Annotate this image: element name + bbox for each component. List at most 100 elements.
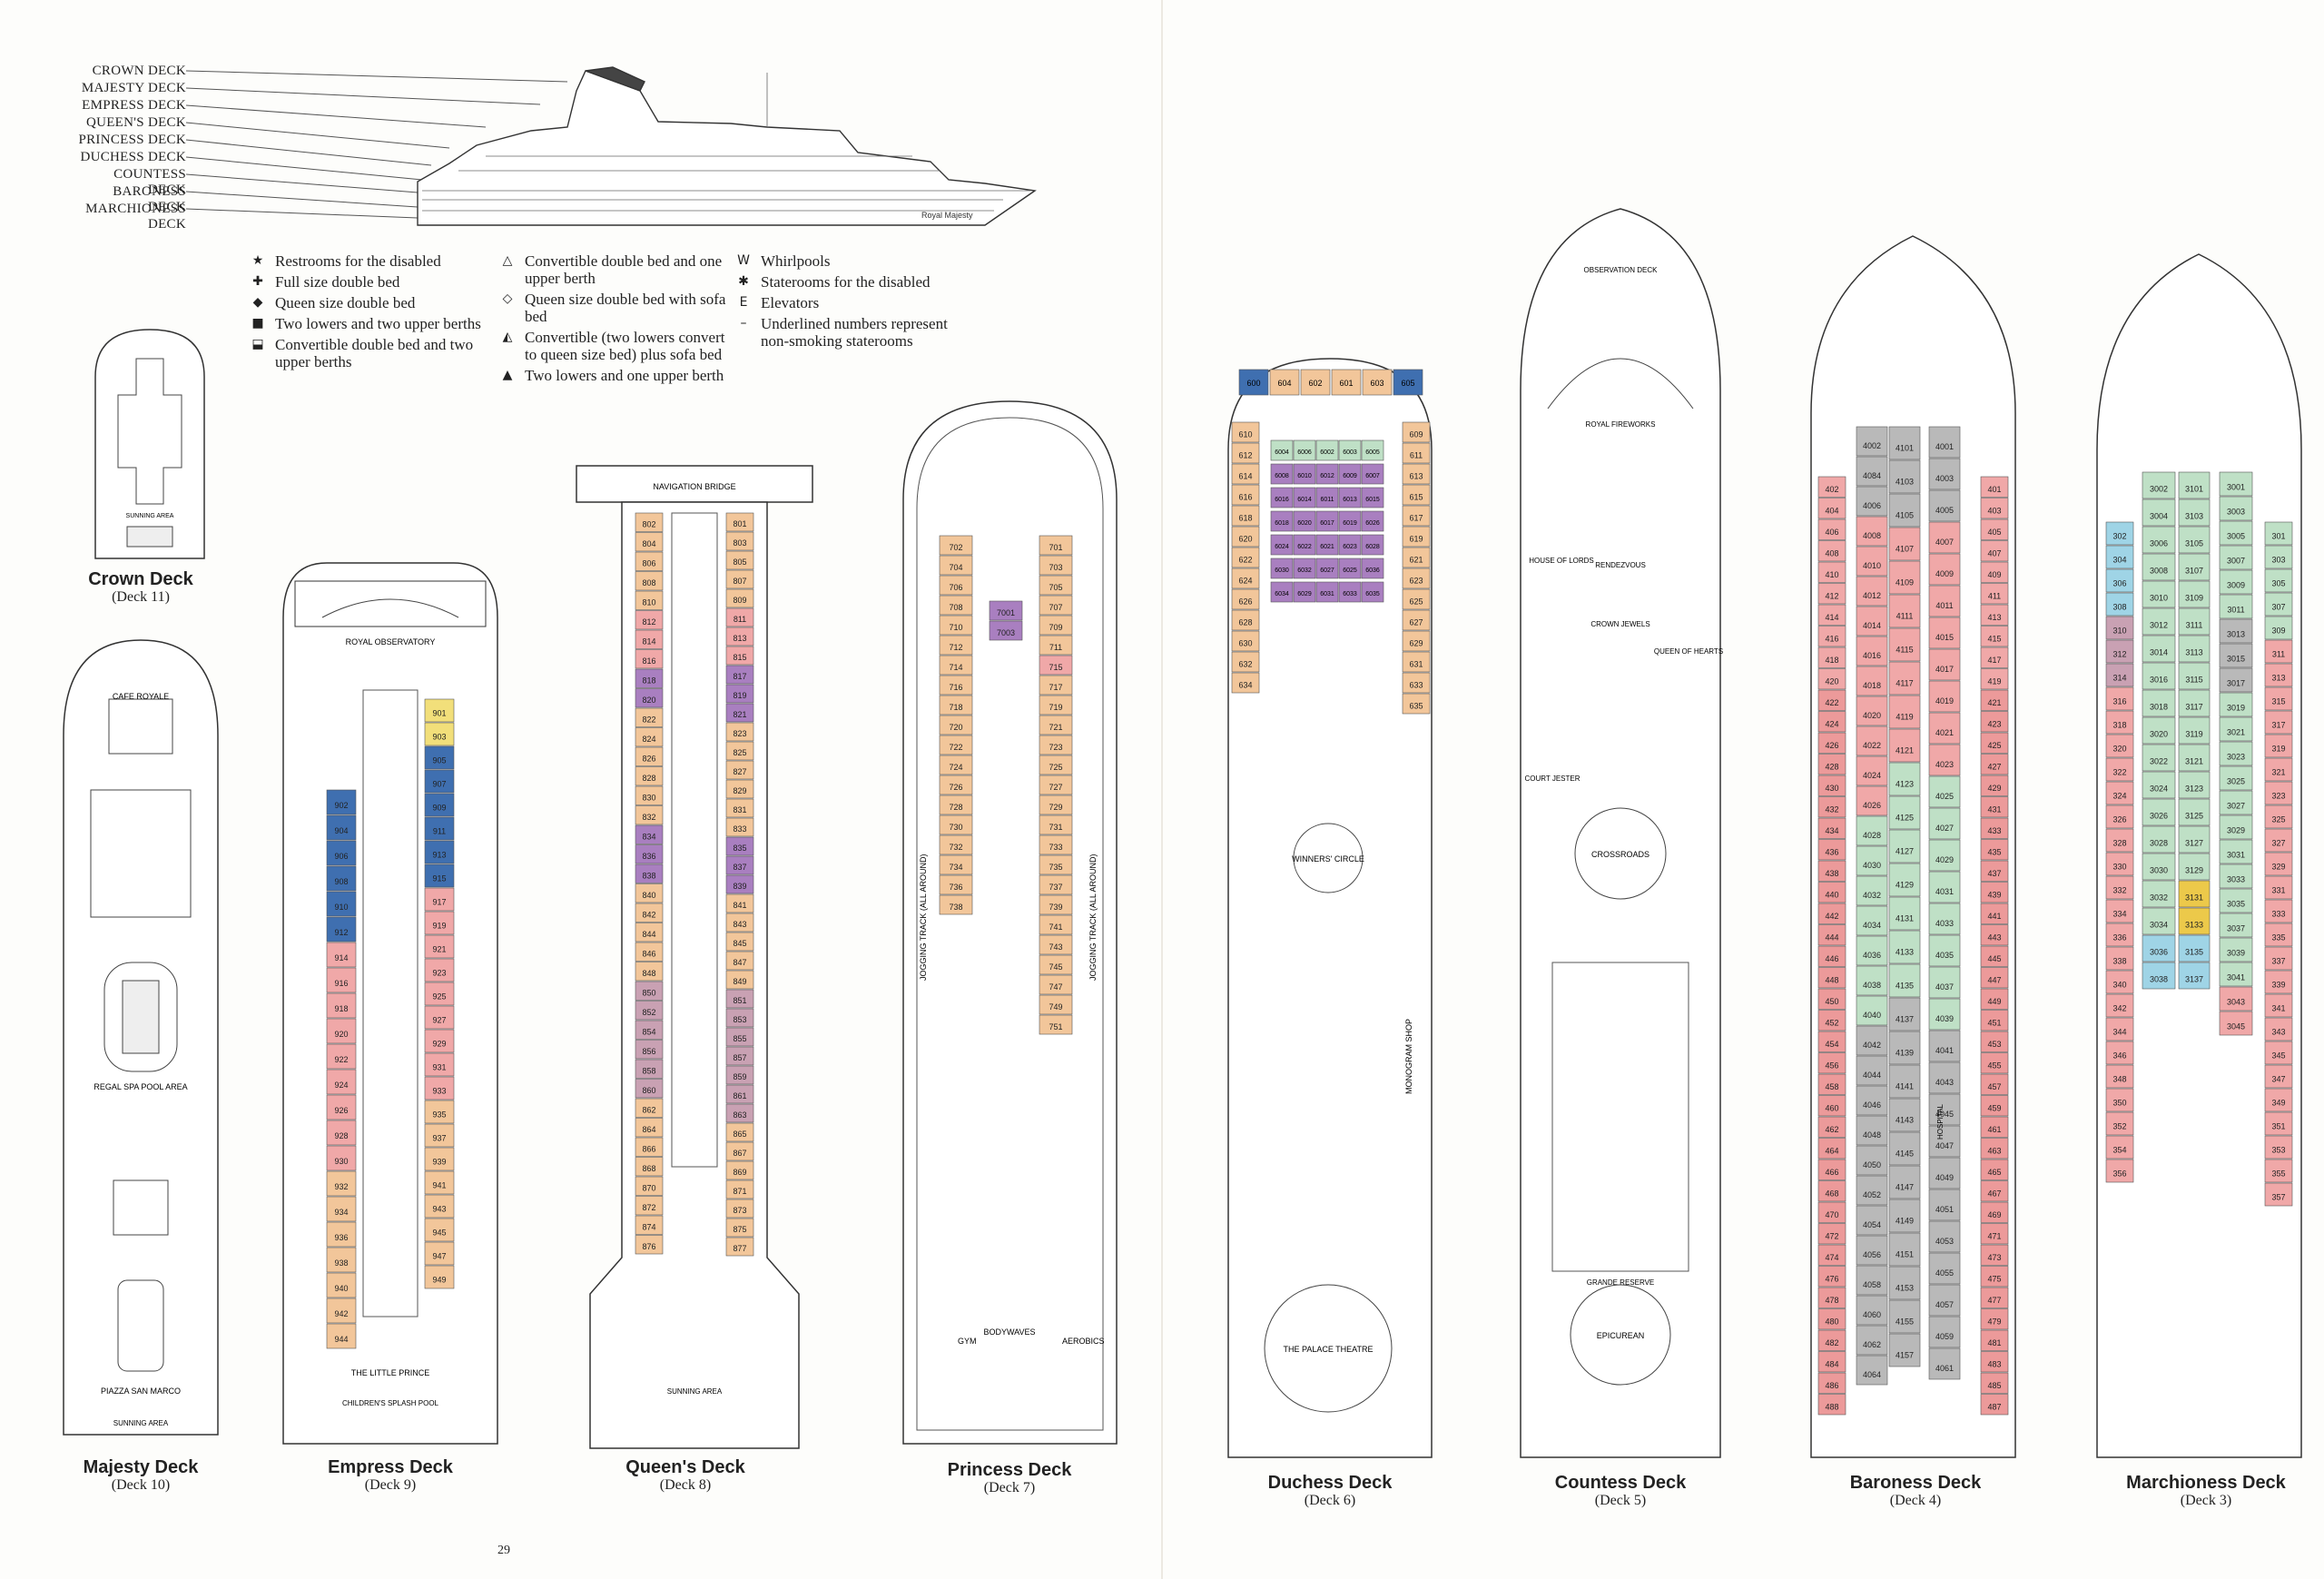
cabin-cell — [1856, 905, 1888, 936]
cabin-cell — [1293, 558, 1316, 579]
cabin-number: 824 — [642, 735, 655, 744]
cabin-cell — [1856, 546, 1888, 577]
cabin-number: 7003 — [997, 628, 1015, 637]
cabin-cell — [1980, 1180, 2009, 1202]
cabin-number: 6029 — [1297, 591, 1312, 597]
cabin-cell — [1231, 547, 1260, 568]
cabin-cell — [725, 913, 754, 933]
cabin-number: 337 — [2271, 957, 2285, 966]
cabin-number: 4041 — [1935, 1046, 1954, 1055]
cabin-number: 445 — [1987, 954, 2001, 963]
cabin-cell — [2264, 970, 2293, 994]
cabin-cell — [2219, 618, 2253, 644]
cabin-cell — [1338, 581, 1362, 603]
cabin-cell — [2264, 993, 2293, 1018]
cabin-number: 420 — [1825, 676, 1838, 686]
cabin-cell — [2105, 734, 2134, 758]
cabin-cell — [2105, 710, 2134, 735]
cabin-cell — [635, 1137, 664, 1157]
cabin-number: 3129 — [2185, 866, 2203, 875]
cabin-cell — [2105, 970, 2134, 994]
cabin-number: 4017 — [1935, 665, 1954, 674]
cabin-cell — [1980, 689, 2009, 711]
cabin-cell — [1856, 1055, 1888, 1086]
cabin-cell — [2105, 946, 2134, 971]
cabin-number: 3032 — [2150, 893, 2168, 903]
cabin-cell — [939, 735, 973, 755]
cabin-cell — [1980, 882, 2009, 903]
cabin-cell — [2264, 923, 2293, 947]
cabin-number: 726 — [949, 783, 962, 792]
cabin-cell — [1856, 1145, 1888, 1176]
cabin-cell — [1315, 463, 1339, 485]
cabin-number: 3026 — [2150, 812, 2168, 821]
cabin-cell — [1856, 576, 1888, 607]
deck-subtitle: (Deck 5) — [1594, 1493, 1647, 1508]
cabin-cell — [1928, 807, 1961, 840]
cabin-cell — [2178, 771, 2211, 799]
deck-title: Duchess Deck — [1267, 1473, 1393, 1493]
cabin-number: 451 — [1987, 1018, 2001, 1027]
cabin-cell — [1817, 1244, 1846, 1266]
cabin-number: 947 — [432, 1252, 446, 1261]
cabin-number: 4119 — [1896, 713, 1913, 722]
cabin-cell — [326, 1323, 357, 1349]
cabin-cell — [2178, 880, 2211, 908]
cabin-cell — [326, 1247, 357, 1273]
deck-subtitle: (Deck 6) — [1304, 1493, 1356, 1508]
cabin-number: 617 — [1409, 514, 1423, 523]
cabin-number: 304 — [2112, 556, 2126, 565]
legend-item: ⬓Convertible double bed and two upper be… — [250, 336, 486, 370]
cabin-number: 458 — [1825, 1082, 1838, 1091]
cabin-number: 938 — [334, 1258, 348, 1268]
diamond-icon: ◆ — [252, 295, 263, 310]
cabin-cell — [424, 793, 455, 817]
house-of-lords-label: HOUSE OF LORDS — [1529, 557, 1594, 565]
cabin-number: 6035 — [1365, 591, 1380, 597]
cabin-cell — [2264, 639, 2293, 664]
cabin-cell — [1928, 1093, 1961, 1126]
cabin-cell — [1817, 1138, 1846, 1160]
cabin-number: 4012 — [1863, 591, 1881, 600]
cabin-number: 4005 — [1935, 506, 1954, 515]
cabin-cell — [725, 1179, 754, 1199]
cabin-cell — [635, 844, 664, 864]
cabin-cell — [2264, 616, 2293, 640]
cabin-number: 611 — [1410, 451, 1423, 460]
cabin-number: 4029 — [1935, 855, 1954, 864]
cabin-cell — [326, 916, 357, 942]
cabin-number: 600 — [1246, 379, 1260, 388]
cabin-cell — [2264, 710, 2293, 735]
cabin-cell — [725, 855, 754, 875]
cabin-number: 849 — [733, 977, 746, 986]
cabin-number: 3045 — [2227, 1021, 2245, 1031]
cabin-number: 922 — [334, 1055, 348, 1064]
cabin-cell — [1270, 534, 1294, 556]
cabin-number: 4137 — [1896, 1015, 1914, 1024]
cabin-cell — [1980, 626, 2009, 647]
cabin-cell — [2264, 568, 2293, 593]
cabin-cell — [1928, 553, 1961, 586]
cabin-cell — [2105, 923, 2134, 947]
cabin-cell — [1980, 1351, 2009, 1373]
cabin-number: 4111 — [1896, 612, 1914, 621]
cabin-number: 4022 — [1863, 741, 1881, 750]
cabin-number: 728 — [949, 803, 962, 812]
cabin-cell — [725, 531, 754, 551]
cabin-number: 4049 — [1935, 1173, 1954, 1182]
cabin-number: 3007 — [2227, 556, 2245, 565]
cabin-number: 718 — [949, 703, 962, 712]
dash-icon: – — [740, 316, 747, 331]
cabin-cell — [1315, 510, 1339, 532]
cabin-cell — [1928, 1347, 1961, 1380]
star-icon: ★ — [251, 253, 264, 268]
cabin-number: 6028 — [1365, 544, 1380, 550]
cabin-cell — [1980, 646, 2009, 668]
cabin-number: 3015 — [2227, 654, 2245, 663]
cabin-number: 811 — [734, 615, 746, 624]
cabin-number: 802 — [642, 519, 655, 528]
spa-pool-label: REGAL SPA POOL AREA — [94, 1082, 187, 1091]
cabin-cell — [424, 1194, 455, 1219]
cabin-cell — [635, 1020, 664, 1040]
cabin-cell — [1293, 510, 1316, 532]
